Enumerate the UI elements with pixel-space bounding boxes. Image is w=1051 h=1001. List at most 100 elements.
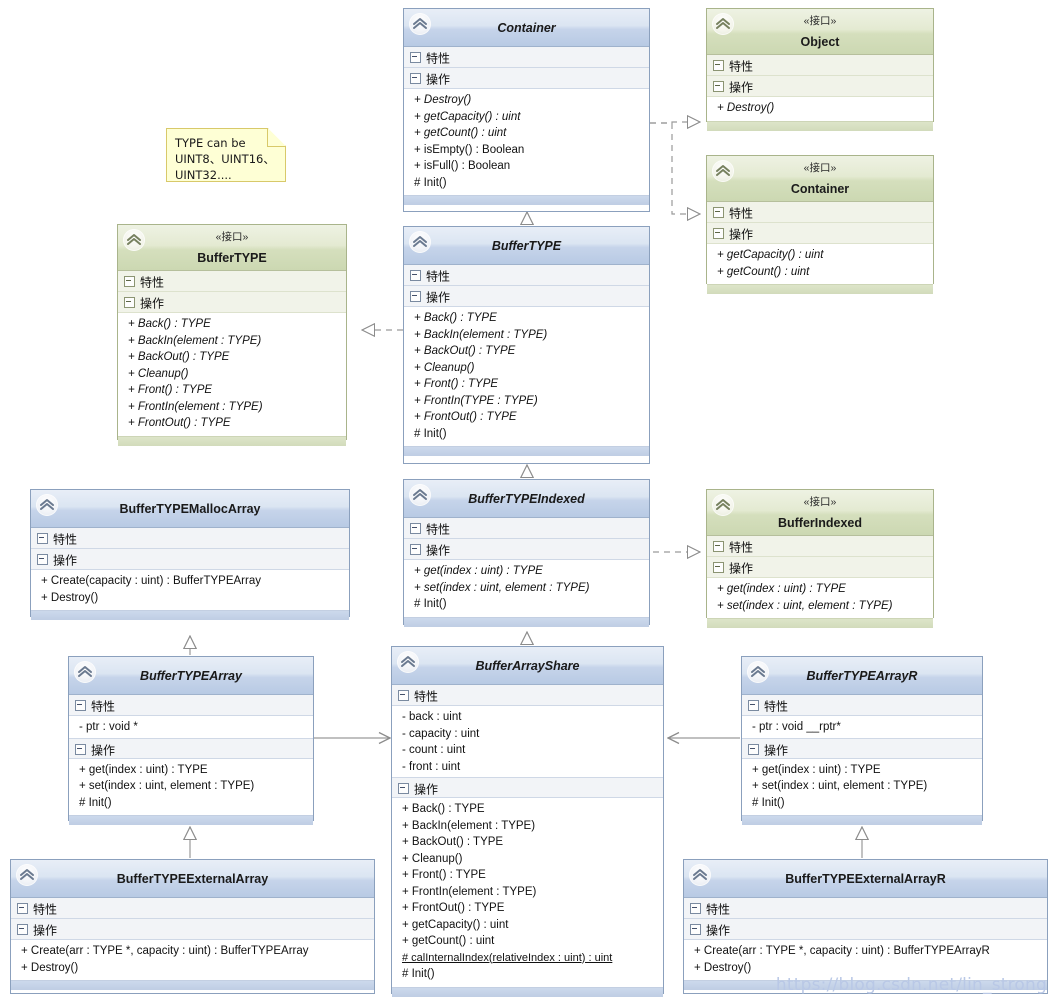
attributes-section-header[interactable]: 特性 [404, 518, 649, 539]
class-box-container[interactable]: Container 特性 操作 + Destroy() + getCapacit… [403, 8, 650, 212]
attributes-section-header[interactable]: 特性 [69, 695, 313, 716]
class-header: BufferTYPEExternalArrayR [684, 860, 1047, 898]
attributes-section-header[interactable]: 特性 [742, 695, 982, 716]
operation-item: # Init() [414, 427, 447, 440]
class-box-buffertypemallocarray[interactable]: BufferTYPEMallocArray 特性 操作 + Create(cap… [30, 489, 350, 620]
class-box-container-interface[interactable]: «接口» Container 特性 操作 + getCapacity() : u… [706, 155, 934, 294]
operations-label: 操作 [729, 561, 754, 576]
attributes-section-header[interactable]: 特性 [404, 47, 649, 68]
chevron-up-icon[interactable] [712, 13, 734, 35]
collapse-icon[interactable] [713, 541, 724, 553]
collapse-icon[interactable] [37, 533, 48, 545]
attributes-section-header[interactable]: 特性 [404, 265, 649, 286]
attributes-section-header[interactable]: 特性 [707, 202, 933, 223]
operation-item: + getCount() : uint [402, 935, 495, 947]
collapse-icon[interactable] [75, 700, 86, 712]
chevron-up-icon[interactable] [123, 229, 145, 251]
chevron-up-icon[interactable] [747, 661, 769, 683]
class-box-buffertypearrayr[interactable]: BufferTYPEArrayR 特性 - ptr : void __rptr*… [741, 656, 983, 825]
chevron-up-icon[interactable] [409, 13, 431, 35]
collapse-icon[interactable] [410, 270, 421, 282]
collapse-icon[interactable] [690, 924, 701, 936]
operations-section-header[interactable]: 操作 [707, 223, 933, 244]
attributes-label: 特性 [426, 51, 451, 66]
operations-section-header[interactable]: 操作 [11, 919, 374, 940]
chevron-up-icon[interactable] [409, 231, 431, 253]
collapse-icon[interactable] [690, 903, 701, 915]
operations-section-header[interactable]: 操作 [118, 292, 346, 313]
operation-item: + Cleanup() [402, 852, 463, 865]
chevron-up-icon[interactable] [16, 864, 38, 886]
attributes-label: 特性 [729, 59, 754, 74]
collapse-icon[interactable] [124, 276, 135, 288]
chevron-up-icon[interactable] [397, 651, 419, 673]
operations-section-header[interactable]: 操作 [404, 68, 649, 89]
collapse-icon[interactable] [748, 743, 759, 755]
collapse-icon[interactable] [713, 562, 724, 574]
chevron-up-icon[interactable] [689, 864, 711, 886]
collapse-icon[interactable] [410, 52, 421, 64]
operations-section-header[interactable]: 操作 [742, 737, 982, 759]
operation-item: # Init() [402, 968, 435, 980]
chevron-up-icon[interactable] [409, 484, 431, 506]
chevron-up-icon[interactable] [712, 494, 734, 516]
collapse-icon[interactable] [17, 924, 28, 936]
operations-section-header[interactable]: 操作 [31, 549, 349, 570]
collapse-icon[interactable] [410, 523, 421, 535]
chevron-up-icon[interactable] [36, 494, 58, 516]
attributes-section-header[interactable]: 特性 [707, 55, 933, 76]
attributes-section-header[interactable]: 特性 [684, 898, 1047, 919]
operations-section-header[interactable]: 操作 [707, 557, 933, 578]
attributes-section-header[interactable]: 特性 [31, 528, 349, 549]
class-box-buffertype-interface[interactable]: «接口» BufferTYPE 特性 操作 + Back() : TYPE + … [117, 224, 347, 446]
attributes-section-header[interactable]: 特性 [11, 898, 374, 919]
class-box-bufferindexed-interface[interactable]: «接口» BufferIndexed 特性 操作 + get(index : u… [706, 489, 934, 628]
note-line-2: UINT8、UINT16、 [175, 152, 275, 166]
class-box-bufferarrayshare[interactable]: BufferArrayShare 特性 - back : uint - capa… [391, 646, 664, 997]
operations-section-header[interactable]: 操作 [684, 919, 1047, 940]
operations-section-header[interactable]: 操作 [404, 539, 649, 560]
class-header: BufferTYPEArrayR [742, 657, 982, 695]
collapse-icon[interactable] [748, 700, 759, 712]
collapse-icon[interactable] [124, 297, 135, 309]
collapse-icon[interactable] [713, 207, 724, 219]
operations-section-header[interactable]: 操作 [69, 737, 313, 759]
attributes-label: 特性 [729, 540, 754, 555]
class-box-buffertypeexternalarrayr[interactable]: BufferTYPEExternalArrayR 特性 操作 + Create(… [683, 859, 1048, 994]
chevron-up-icon[interactable] [74, 661, 96, 683]
operations-section-header[interactable]: 操作 [404, 286, 649, 307]
class-box-buffertypeexternalarray[interactable]: BufferTYPEExternalArray 特性 操作 + Create(a… [10, 859, 375, 994]
chevron-up-icon[interactable] [712, 160, 734, 182]
collapse-icon[interactable] [398, 783, 409, 795]
collapse-icon[interactable] [410, 73, 421, 85]
operations-label: 操作 [53, 553, 78, 568]
note-fold-corner [267, 128, 286, 147]
collapse-icon[interactable] [398, 690, 409, 702]
class-header: Container [404, 9, 649, 47]
operations-section-header[interactable]: 操作 [707, 76, 933, 97]
operation-item: + getCount() : uint [414, 127, 507, 139]
operations-label: 操作 [33, 923, 58, 938]
class-name: BufferTYPEArrayR [806, 668, 918, 683]
operations-section-header[interactable]: 操作 [392, 777, 663, 798]
collapse-icon[interactable] [713, 60, 724, 72]
collapse-icon[interactable] [713, 81, 724, 93]
attributes-section-header[interactable]: 特性 [707, 536, 933, 557]
collapse-icon[interactable] [410, 291, 421, 303]
class-box-buffertype[interactable]: BufferTYPE 特性 操作 + Back() : TYPE + BackI… [403, 226, 650, 464]
class-box-object-interface[interactable]: «接口» Object 特性 操作 + Destroy() [706, 8, 934, 131]
collapse-icon[interactable] [37, 554, 48, 566]
class-box-buffertypeindexed[interactable]: BufferTYPEIndexed 特性 操作 + get(index : ui… [403, 479, 650, 627]
class-box-buffertypearray[interactable]: BufferTYPEArray 特性 - ptr : void * 操作 + g… [68, 656, 314, 825]
operations-label: 操作 [414, 782, 439, 797]
operation-item: + Create(arr : TYPE *, capacity : uint) … [694, 945, 990, 957]
collapse-icon[interactable] [410, 544, 421, 556]
class-header: BufferTYPEIndexed [404, 480, 649, 518]
attributes-label: 特性 [764, 699, 789, 714]
attributes-section-header[interactable]: 特性 [118, 271, 346, 292]
operation-item: + Cleanup() [414, 361, 475, 374]
collapse-icon[interactable] [17, 903, 28, 915]
collapse-icon[interactable] [75, 743, 86, 755]
collapse-icon[interactable] [713, 228, 724, 240]
attributes-section-header[interactable]: 特性 [392, 685, 663, 706]
